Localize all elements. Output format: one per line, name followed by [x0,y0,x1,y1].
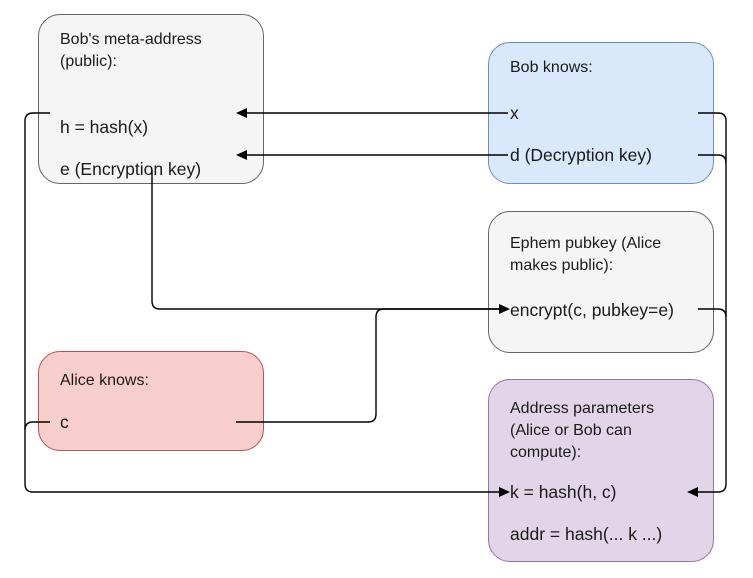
addr-k-row: k = hash(h, c) [510,482,617,502]
addr-addr-row: addr = hash(... k ...) [510,524,663,544]
bob-d-row: d (Decryption key) [510,145,652,165]
connector-c-to-encrypt [236,308,500,423]
alice-knows-title: Alice knows: [60,372,149,389]
meta-h-row: h = hash(x) [60,117,149,137]
alice-knows-box: Alice knows: c [38,351,264,451]
bob-knows-title: Bob knows: [510,59,593,76]
bob-x-row: x [510,103,519,123]
meta-address-box: Bob's meta-address (public): h = hash(x)… [38,14,264,184]
address-parameters-box: Address parameters (Alice or Bob can com… [488,379,714,562]
connector-e-to-encrypt [151,170,500,310]
meta-e-row: e (Encryption key) [60,159,202,179]
ephem-pubkey-title: Ephem pubkey (Alice makes public): [510,235,662,274]
address-parameters-title: Address parameters (Alice or Bob can com… [510,400,655,461]
ephem-encrypt-row: encrypt(c, pubkey=e) [510,300,674,320]
meta-address-title: Bob's meta-address (public): [60,31,202,70]
ephem-pubkey-box: Ephem pubkey (Alice makes public): encry… [488,211,714,353]
bob-knows-box: Bob knows: x d (Decryption key) [488,42,714,184]
alice-c-row: c [60,412,69,432]
